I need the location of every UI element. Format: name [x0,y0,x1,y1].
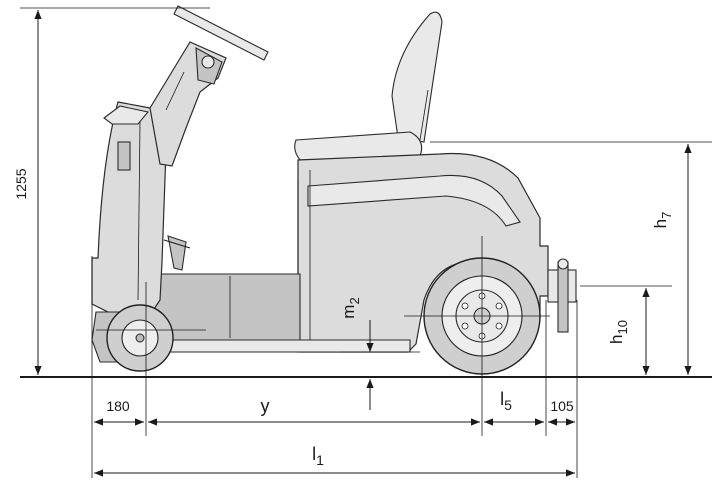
label-wheelbase-y: y [261,396,270,416]
tow-coupling [547,258,577,333]
tow-tractor-illustration [91,5,577,375]
label-h7: h7 [651,212,674,229]
label-m2-sub: 2 [347,297,362,304]
label-l5: l5 [500,389,512,413]
svg-text:h7: h7 [651,212,674,229]
pedal [167,235,187,271]
label-m2-main: m [339,305,358,319]
steering-wheel [173,5,269,61]
label-h7-sub: 7 [659,212,674,219]
label-m2: m2 [339,297,362,318]
label-l1: l1 [312,444,324,468]
label-h10: h10 [607,320,630,344]
rear-fender [307,174,521,227]
front-wheel [91,304,174,372]
svg-text:m2: m2 [339,297,362,318]
label-l5-main: l [500,389,504,409]
seat-backrest [391,11,443,143]
label-l1-sub: 1 [316,452,324,468]
label-h7-main: h [651,219,670,228]
label-front-overhang: 180 [106,398,130,414]
label-l5-sub: 5 [504,397,512,413]
label-l1-main: l [312,444,316,464]
label-height-total: 1255 [13,168,29,199]
svg-text:h10: h10 [607,320,630,344]
label-h10-sub: 10 [615,320,630,334]
label-h10-main: h [607,335,626,344]
label-rear-overhang: 105 [550,398,574,414]
front-light [117,141,131,171]
